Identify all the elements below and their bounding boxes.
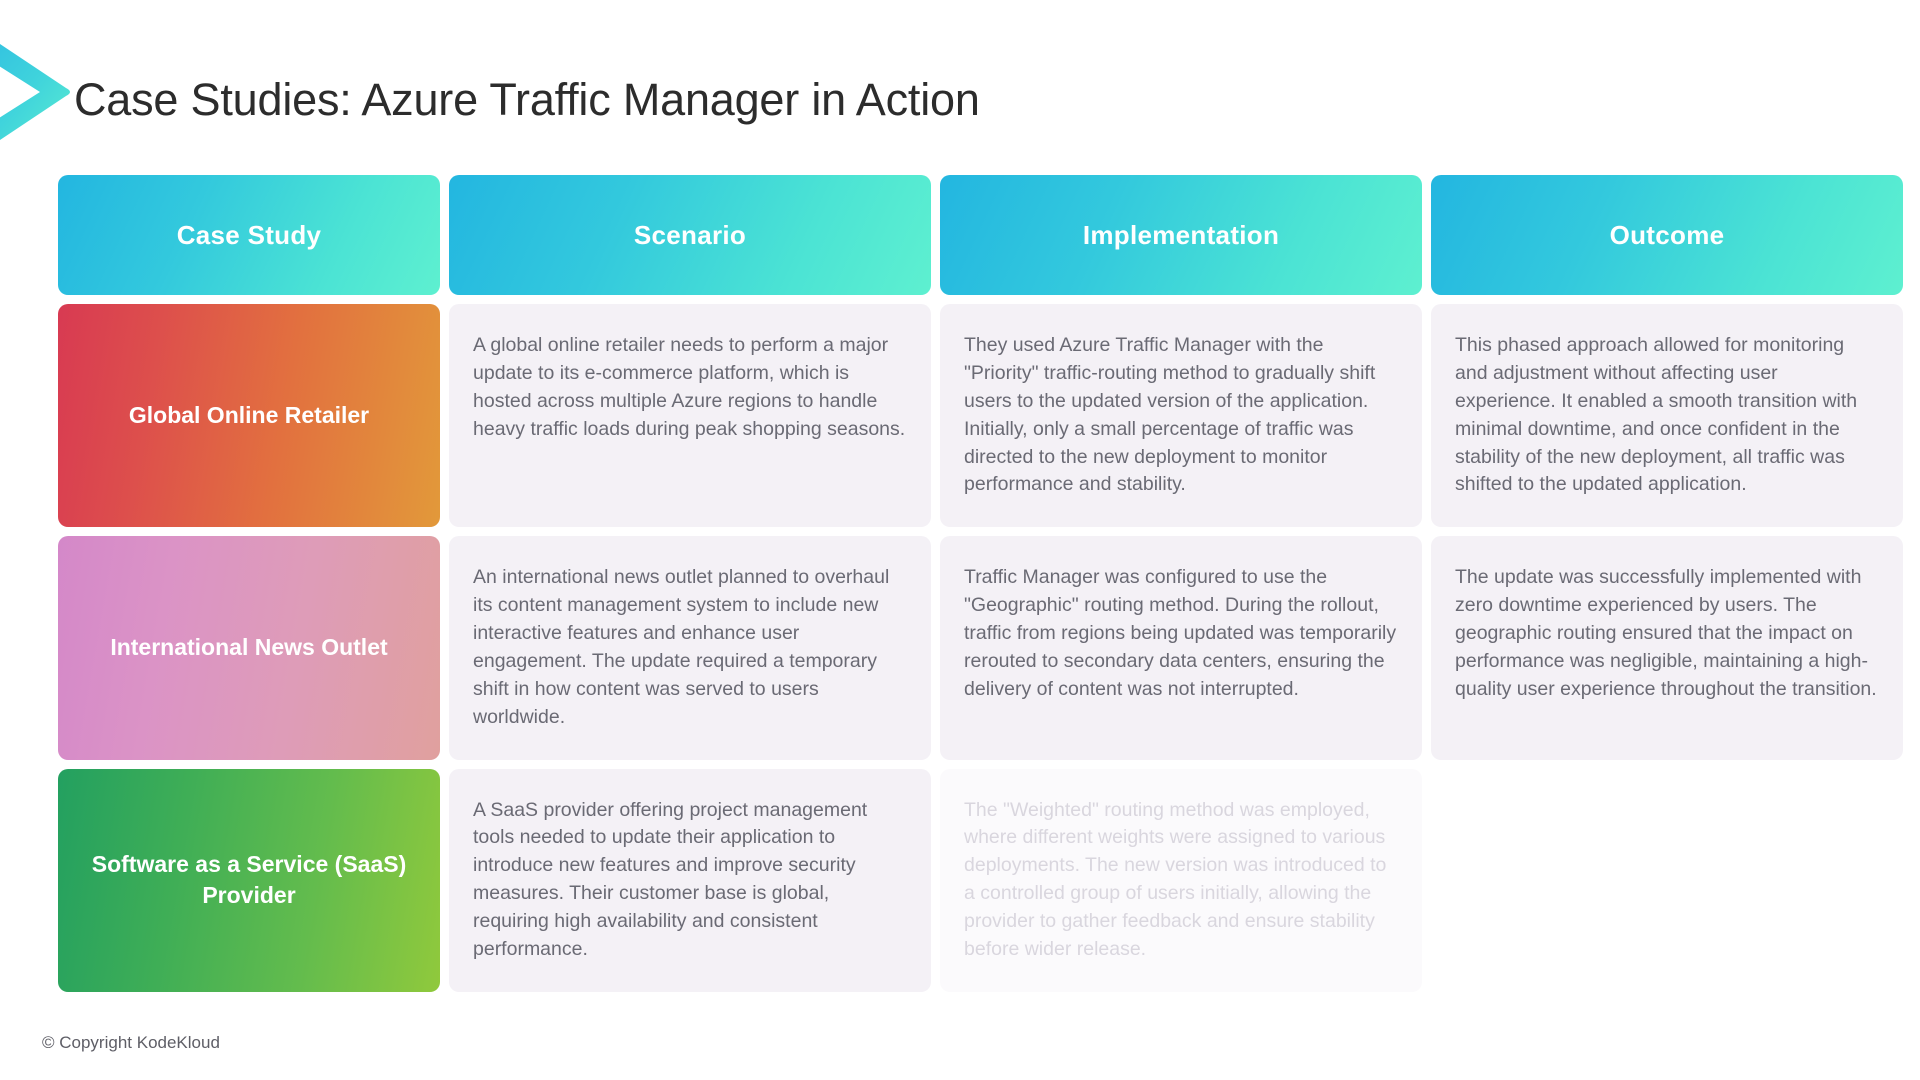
implementation-text: Traffic Manager was configured to use th… [940, 536, 1422, 760]
case-studies-table: Case Study Scenario Implementation Outco… [58, 175, 1903, 1001]
kodekloud-chevron-icon [0, 44, 70, 140]
scenario-text: A SaaS provider offering project managem… [449, 768, 931, 992]
outcome-text: This phased approach allowed for monitor… [1431, 304, 1903, 528]
table-row: International News Outlet An internation… [58, 536, 1903, 760]
column-header-scenario: Scenario [449, 175, 931, 295]
scenario-text: An international news outlet planned to … [449, 536, 931, 760]
footer-copyright: © Copyright KodeKloud [42, 1033, 220, 1052]
scenario-text: A global online retailer needs to perfor… [449, 304, 931, 528]
table-row: Software as a Service (SaaS) Provider A … [58, 768, 1890, 992]
case-study-label: Software as a Service (SaaS) Provider [58, 768, 440, 992]
table-row: Global Online Retailer A global online r… [58, 304, 1903, 528]
case-study-label: Global Online Retailer [58, 304, 440, 528]
column-header-outcome: Outcome [1431, 175, 1903, 295]
page-title: Case Studies: Azure Traffic Manager in A… [74, 74, 980, 125]
case-study-label: International News Outlet [58, 536, 440, 760]
outcome-text [1431, 769, 1903, 992]
column-header-case-study: Case Study [58, 175, 440, 295]
implementation-text: They used Azure Traffic Manager with the… [940, 304, 1422, 528]
column-header-implementation: Implementation [940, 175, 1422, 295]
implementation-text: The "Weighted" routing method was employ… [940, 768, 1422, 992]
outcome-text: The update was successfully implemented … [1431, 536, 1903, 760]
table-header-row: Case Study Scenario Implementation Outco… [58, 175, 1903, 295]
